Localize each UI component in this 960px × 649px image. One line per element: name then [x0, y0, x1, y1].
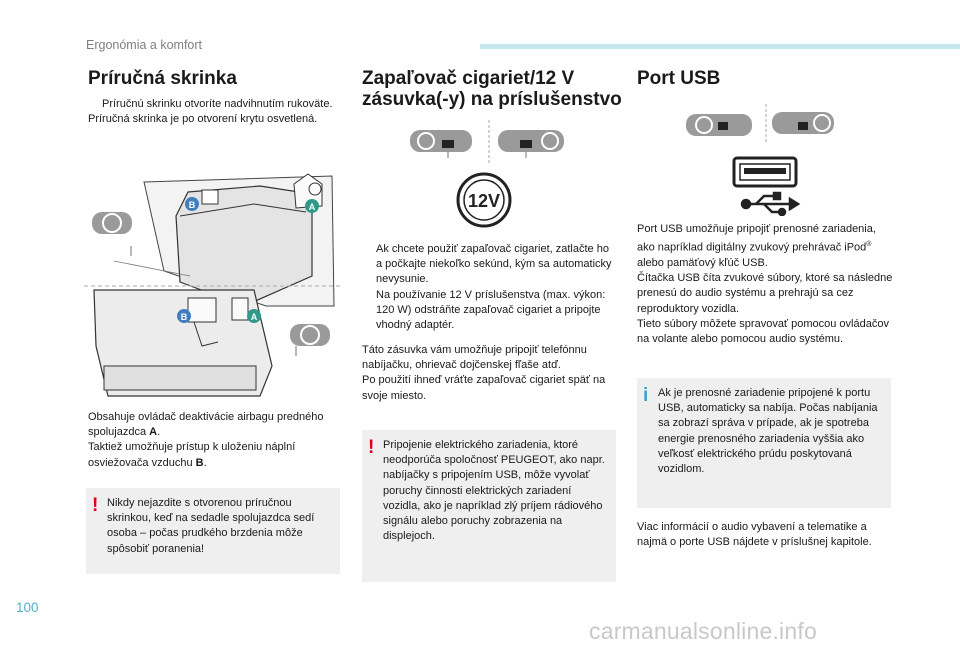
- steering-wheel-icon: [498, 130, 564, 158]
- marker-a-text: A: [309, 202, 316, 212]
- glovebox-light-text: Príručná skrinka je po otvorení krytu os…: [88, 113, 318, 126]
- lighter-title: Zapaľovač cigariet/12 V zásuvka(-y) na p…: [362, 68, 622, 110]
- lighter-description: Táto zásuvka vám umožňuje pripojiť telef…: [362, 344, 606, 402]
- steering-wheel-icon: [92, 212, 132, 256]
- marker-b-text: B: [189, 200, 196, 210]
- 12v-socket-icon: 12V: [456, 172, 512, 228]
- usb-port-icon: [732, 156, 798, 188]
- section-header: Ergonómia a komfort: [86, 38, 203, 52]
- lighter-bullet-2: Na používanie 12 V príslušenstva (max. v…: [376, 288, 606, 332]
- usb-title: Port USB: [637, 68, 721, 89]
- warning-icon: !: [92, 495, 99, 516]
- watermark: carmanualsonline.info: [589, 618, 817, 644]
- info-icon: i: [643, 385, 649, 406]
- lighter-warning: ! Pripojenie elektrického zariadenia, kt…: [362, 430, 616, 582]
- steering-wheel-icon: [410, 130, 472, 158]
- lighter-bullet-1: Ak chcete použiť zapaľovač cigariet, zat…: [376, 243, 612, 286]
- glovebox-warning: ! Nikdy nejazdite s otvorenou príručnou …: [86, 488, 340, 574]
- socket-label: 12V: [468, 191, 500, 211]
- page-number: 100: [16, 600, 39, 615]
- marker-a-lower: A: [247, 309, 261, 323]
- marker-b-upper: B: [185, 197, 199, 211]
- header-bar: [480, 44, 960, 49]
- marker-b-text: B: [181, 312, 188, 322]
- glovebox-intro: Príručnú skrinku otvoríte nadvihnutím ru…: [88, 97, 338, 127]
- marker-b-lower: B: [177, 309, 191, 323]
- marker-a-text: A: [251, 312, 258, 322]
- airbag-text: Obsahuje ovládač deaktivácie airbagu pre…: [88, 411, 324, 439]
- glovebox-title: Príručná skrinka: [88, 68, 237, 89]
- marker-a-upper: A: [305, 199, 319, 213]
- glovebox-bullet: Príručnú skrinku otvoríte nadvihnutím ru…: [102, 98, 333, 110]
- socket-illustration: 12V: [410, 120, 564, 228]
- glovebox-description: Obsahuje ovládač deaktivácie airbagu pre…: [88, 410, 338, 471]
- warning-icon: !: [368, 437, 375, 458]
- air-freshener-text: Taktiež umožňuje prístup k uloženiu nápl…: [88, 441, 296, 469]
- steering-wheel-icon: [290, 324, 330, 356]
- usb-symbol-icon: [740, 191, 801, 216]
- steering-wheel-icon: [686, 114, 752, 136]
- usb-more-info: Viac informácií o audio vybavení a telem…: [637, 521, 872, 549]
- usb-info-note: i Ak je prenosné zariadenie pripojené k …: [637, 378, 891, 508]
- lighter-bullets: Ak chcete použiť zapaľovač cigariet, zat…: [362, 242, 618, 333]
- glovebox-illustration: B A B A: [84, 173, 340, 397]
- usb-description: Port USB umožňuje pripojiť prenosné zari…: [637, 223, 893, 346]
- steering-wheel-icon: [772, 112, 834, 134]
- usb-illustration: [686, 104, 834, 216]
